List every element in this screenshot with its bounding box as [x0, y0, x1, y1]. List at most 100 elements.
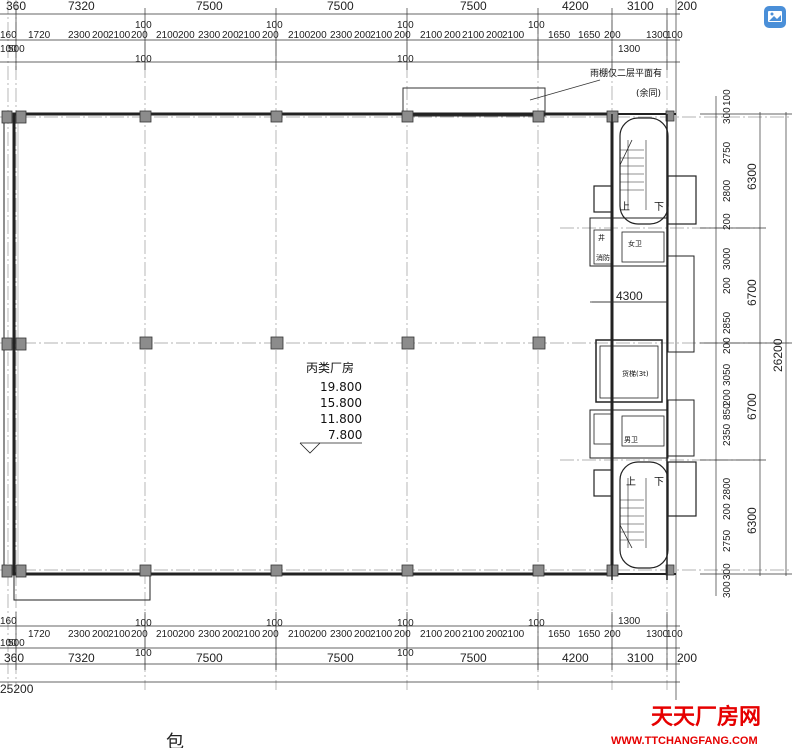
top-dim-sub-15: 2100	[370, 30, 393, 41]
right-dim-9: 3050	[722, 363, 733, 386]
bottom-dim-col-5: 100	[397, 648, 414, 659]
top-dim-sub-20: 200	[486, 30, 503, 41]
top-dim-sub-14: 200	[354, 30, 371, 41]
bottom-dim-sub-2: 200	[92, 629, 109, 640]
right-bay-3: 6300	[745, 507, 759, 534]
top-dim-main-5: 4200	[562, 0, 589, 13]
bottom-dim-main-1: 7320	[68, 651, 95, 665]
bottom-dim-sub-8: 200	[222, 629, 239, 640]
top-dim-sub-0: 1720	[28, 30, 51, 41]
right-bay-2: 6700	[745, 393, 759, 420]
canopy-note-line1: 雨棚仅二层平面有	[590, 67, 662, 79]
top-dim-col-4: 100	[135, 54, 152, 65]
stair-down-bottom: 下	[654, 477, 664, 488]
bottom-dim-sub-9: 2100	[238, 629, 261, 640]
shaft-label-a: 井	[598, 233, 605, 242]
wc-label-top: 女卫	[628, 239, 642, 248]
watermark-url: WWW.TTCHANGFANG.COM	[611, 735, 758, 747]
bottom-dim-main-2: 7500	[196, 651, 223, 665]
bottom-dim-sub-16: 200	[394, 629, 411, 640]
right-dim-4: 200	[722, 213, 733, 230]
stair-down-top: 下	[654, 202, 664, 213]
top-dim-sub-5: 2100	[156, 30, 179, 41]
elevation-marker	[299, 442, 362, 454]
bottom-dim-sub-1: 2300	[68, 629, 91, 640]
top-dim-left-2: 500	[8, 44, 25, 55]
top-dim-sub-8: 200	[222, 30, 239, 41]
top-dim-sub-22: 1650	[548, 30, 571, 41]
top-dim-left-0: 160	[0, 30, 17, 41]
right-dim-text: 100 300 2750 2800 200 3000 200 2850 200 …	[722, 89, 785, 598]
bottom-dim-sub-17: 2100	[420, 629, 443, 640]
room-name: 丙类厂房	[306, 360, 354, 375]
bottom-dim-sub-19: 2100	[462, 629, 485, 640]
right-dim-8: 200	[722, 337, 733, 354]
axis-grid	[0, 0, 790, 690]
bottom-dim-sub-7: 2300	[198, 629, 221, 640]
bottom-dim-sub-10: 200	[262, 629, 279, 640]
right-dim-10: 200	[722, 389, 733, 406]
top-dim-sub-1: 2300	[68, 30, 91, 41]
top-dim-sub-7: 2300	[198, 30, 221, 41]
bottom-dim-sub-20: 200	[486, 629, 503, 640]
top-dim-text: 360 7320 7500 7500 7500 4200 3100 200 17…	[0, 0, 697, 65]
bottom-dim-left-0: 160	[0, 616, 17, 627]
right-dim-11: 850	[722, 403, 733, 420]
right-dim-1: 300	[722, 107, 733, 124]
bottom-dim-sub-0: 1720	[28, 629, 51, 640]
bottom-dim-main-7: 200	[677, 651, 697, 665]
top-dim-main-0: 360	[6, 0, 26, 13]
canopy-leader	[529, 79, 601, 101]
watermark: 天天厂房网 WWW.TTCHANGFANG.COM	[611, 704, 761, 747]
bottom-dim-sub-3: 2100	[108, 629, 131, 640]
top-dim-sub-6: 200	[178, 30, 195, 41]
bottom-dim-sub-18: 200	[444, 629, 461, 640]
top-dim-col-0: 100	[135, 20, 152, 31]
bottom-dim-sub-12: 200	[310, 629, 327, 640]
top-dim-sub-4: 200	[131, 30, 148, 41]
structural-columns	[1, 110, 675, 578]
bottom-dim-main-5: 4200	[562, 651, 589, 665]
top-dim-sub-24: 200	[604, 30, 621, 41]
right-dim-3: 2800	[722, 179, 733, 202]
stair-up-bottom: 上	[626, 476, 636, 488]
elevation-3: 11.800	[320, 412, 362, 426]
top-dim-main-3: 7500	[327, 0, 354, 13]
right-bay-0: 6300	[745, 163, 759, 190]
bottom-dim-sub-26: 100	[666, 629, 683, 640]
top-dim-sub-13: 2300	[330, 30, 353, 41]
top-dim-sub-25: 1300	[646, 30, 669, 41]
top-dim-sub-12: 200	[310, 30, 327, 41]
stair-up-top: 上	[620, 201, 630, 213]
top-dim-sub-18: 200	[444, 30, 461, 41]
shaft-label-b: 消防	[596, 253, 610, 262]
right-dim-6: 200	[722, 277, 733, 294]
service-core	[589, 114, 697, 580]
top-dim-sub-16: 200	[394, 30, 411, 41]
bottom-dim-left-2: 500	[8, 638, 25, 649]
bottom-dim-sub-21: 2100	[502, 629, 525, 640]
core-width: 4300	[616, 289, 643, 303]
image-tool-icon[interactable]	[764, 6, 786, 28]
top-dim-main-6: 3100	[627, 0, 654, 13]
top-dim-sub-2: 200	[92, 30, 109, 41]
top-dim-sub-10: 200	[262, 30, 279, 41]
top-dim-col-2: 100	[397, 20, 414, 31]
top-dim-sub-11: 2100	[288, 30, 311, 41]
right-dim-0: 100	[722, 89, 733, 106]
top-dim-sub-9: 2100	[238, 30, 261, 41]
right-dim-17: 300	[722, 581, 733, 598]
top-dim-col-3: 100	[528, 20, 545, 31]
bottom-dim-sub-11: 2100	[288, 629, 311, 640]
bottom-dim-sub-13: 2300	[330, 629, 353, 640]
top-dim-sub-3: 2100	[108, 30, 131, 41]
elevation-2: 15.800	[320, 396, 362, 410]
top-dim-col-1: 100	[266, 20, 283, 31]
bottom-dim-sub-22: 1650	[548, 629, 571, 640]
elevation-1: 19.800	[320, 380, 362, 394]
bottom-dim-col-0: 100	[135, 618, 152, 629]
bottom-dimension-chain	[0, 612, 680, 683]
top-dim-left-1: 100	[0, 44, 17, 55]
bottom-dim-sub-14: 200	[354, 629, 371, 640]
